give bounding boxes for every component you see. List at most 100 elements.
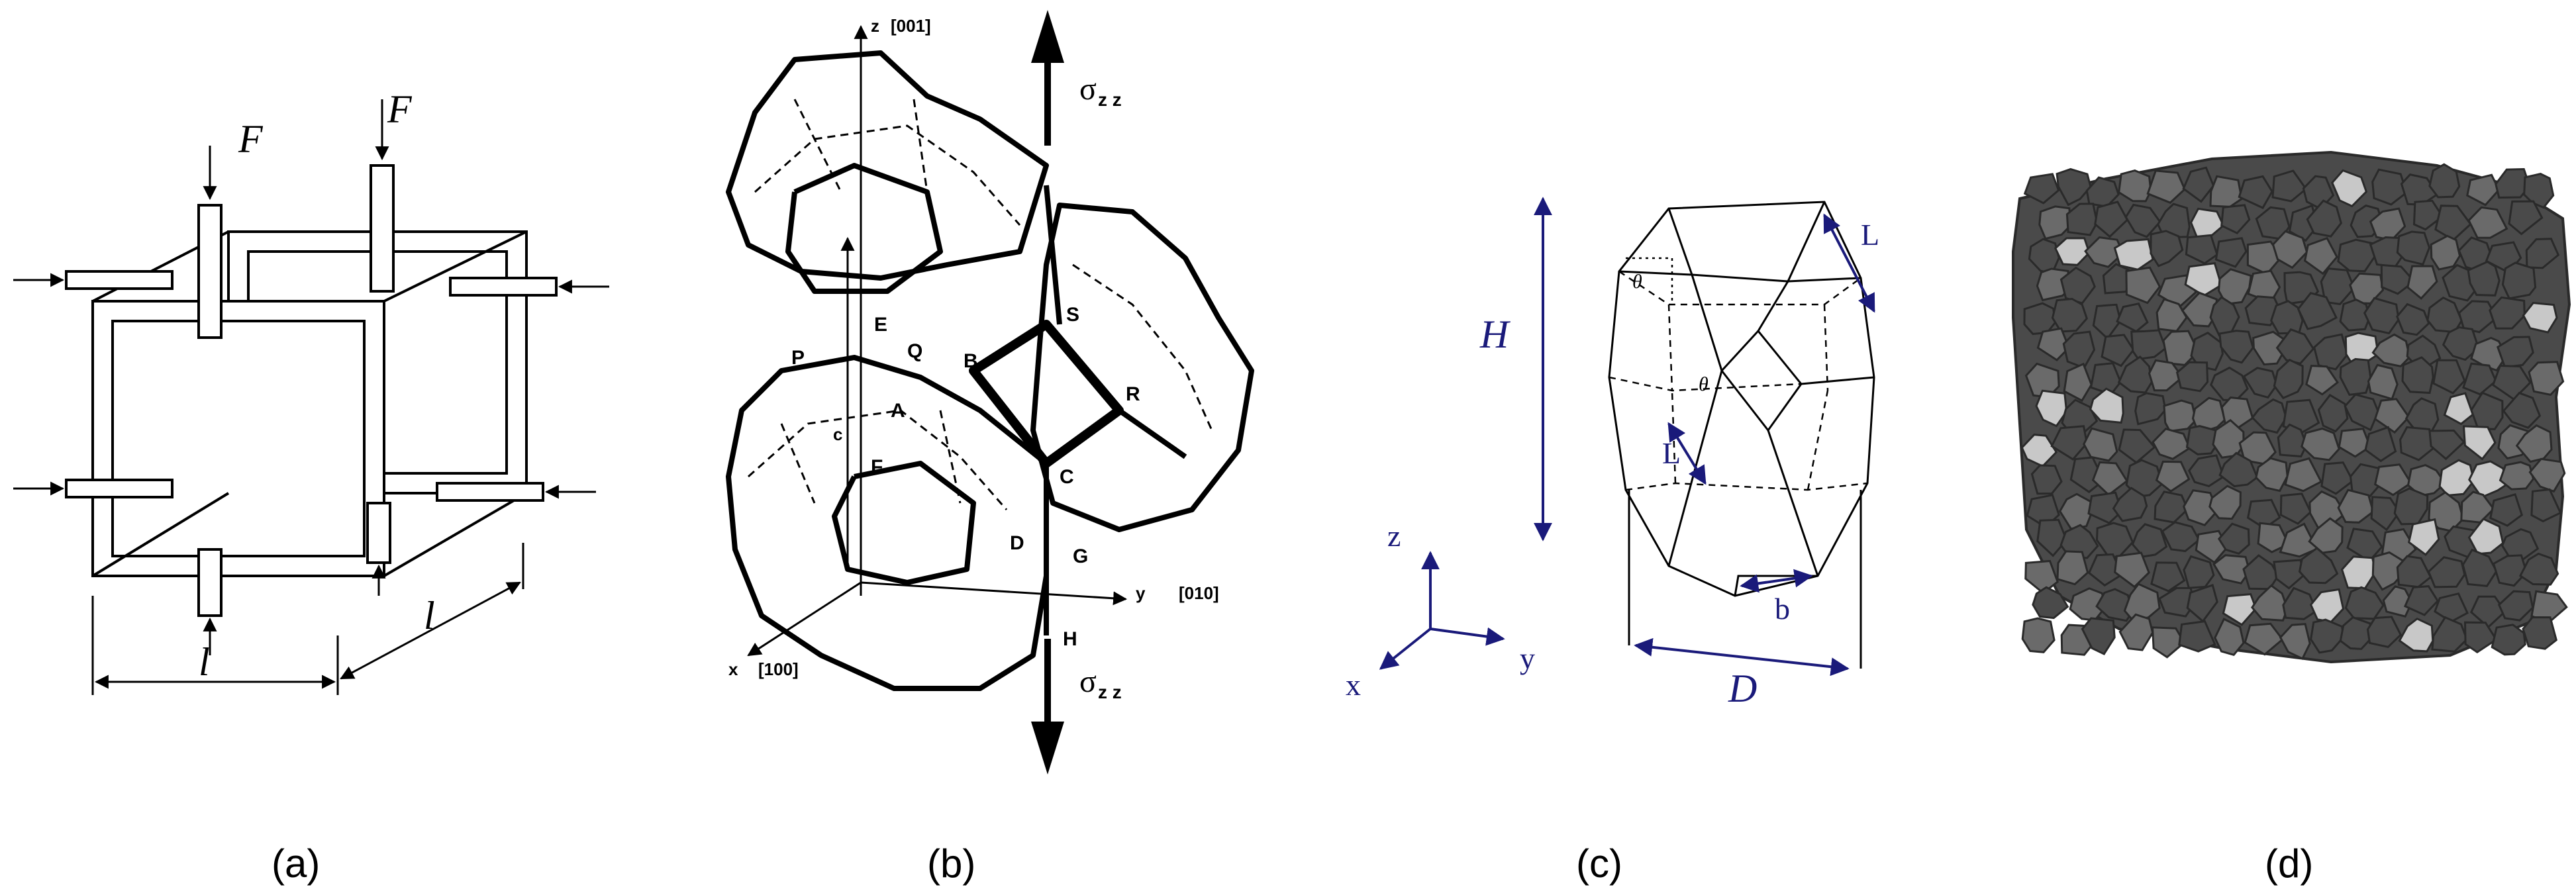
grain-facet [2522,302,2558,334]
grain-facet [2188,454,2225,488]
grain-facet [2470,391,2504,430]
grain-facet [2306,199,2342,238]
point-S: S [1066,304,1079,326]
grain-facet [2337,489,2375,524]
post-left-top [197,204,223,339]
grain-facet [2063,362,2093,402]
grain-facet [2251,584,2289,622]
grain-facet [2279,522,2318,558]
grain-facet [2406,463,2447,497]
grain-facet [2320,267,2355,305]
grain-facet [2463,621,2498,654]
grain-facet [2186,583,2218,623]
grain-facet [2469,595,2506,629]
panel-c-axes [1379,551,1505,670]
grain-facet [2308,517,2344,554]
grain-facet [2297,291,2338,330]
grain-facet [2298,547,2339,585]
post-right-top [370,164,395,293]
bar-left-top [65,270,173,290]
grain-facet [2371,168,2408,206]
grain-facet [2157,203,2191,239]
grain-facet [2081,617,2116,655]
grain-facet [2050,425,2089,461]
grain-facet [2242,367,2278,399]
grain-facet [2054,237,2091,266]
grain-facet [2396,230,2431,266]
grain-facet [2182,166,2215,203]
post-right-bottom [366,502,391,564]
grain-facet [2502,391,2542,429]
panel-b-stress-arrows [1031,10,1064,774]
grain-facet [2209,175,2243,208]
grain-facet [2370,496,2401,532]
grain-facet [2114,551,2150,588]
grain-facet [2438,459,2475,496]
grain-facet [2282,399,2320,434]
edge-label-top: L [1861,218,1879,252]
panel-b-axes [747,24,1128,657]
grain-facet [2301,427,2340,461]
grain-facet [2497,590,2534,622]
axis-y-line [860,581,1128,606]
panel-c-cell [1608,201,1875,597]
frame-edge-bl [91,492,230,577]
grain-facet [2366,616,2403,649]
grain-facet [2528,361,2565,397]
grain-facet [2118,169,2152,203]
grain-facet [2396,303,2430,336]
grain-facet [2518,552,2559,586]
grain-facet [2158,586,2196,618]
grain-facet [2462,425,2497,461]
grain-facet [2089,387,2124,424]
grain-facet [2116,302,2149,333]
grain-facet [2303,236,2338,275]
cell-c-front-square [1720,329,1803,432]
axis-x-line [747,581,862,657]
grain-facet [2023,302,2056,336]
panel-a-force-arrows [13,99,609,655]
edge-side-arrow [1667,422,1707,485]
grain-facet [2036,267,2071,302]
caption-b: (b) [927,841,975,886]
point-R: R [1126,383,1140,405]
grain-facet [2530,488,2562,523]
panel-b-cells [726,50,1254,691]
stress-top: σ [1079,71,1097,107]
grain-facet [2220,204,2251,235]
grain-facet [2087,491,2123,524]
panel-d-polycrystal [2012,150,2571,664]
grain-facet [2431,616,2468,653]
axis-x-dir: [100] [758,659,799,679]
dim-label-bottom: l [199,640,210,684]
height-label: H [1479,312,1511,356]
grain-facet [2508,200,2544,236]
grain-facet [2124,203,2161,238]
grain-facet [2271,169,2308,203]
grain-facet [2214,618,2245,657]
grain-facet [2222,593,2257,626]
grain-facet [2528,457,2566,493]
grain-facet [2191,397,2226,434]
grain-facet [2178,620,2216,653]
post-left-bottom [197,548,223,617]
grain-facet [2059,266,2096,305]
grain-facet [2150,561,2186,592]
grain-facet [2339,357,2372,397]
grain-facet [2371,333,2411,368]
grain-facet [2032,586,2069,620]
grain-facet [2310,618,2345,654]
force-label-left: F [238,117,264,161]
frame-edge-br [383,492,528,577]
grain-facet [2058,492,2094,530]
grain-facet [2134,392,2167,426]
panel-c-hidden-edges [1609,257,1868,491]
diameter-arrow [1634,637,1850,677]
grain-facets [2020,163,2568,660]
grain-facet [2101,334,2135,367]
grain-facet [2252,330,2287,366]
grain-facet [2277,423,2308,458]
grain-facet [2427,556,2466,588]
grain-facet [2218,451,2259,488]
grain-facet [2344,586,2385,620]
